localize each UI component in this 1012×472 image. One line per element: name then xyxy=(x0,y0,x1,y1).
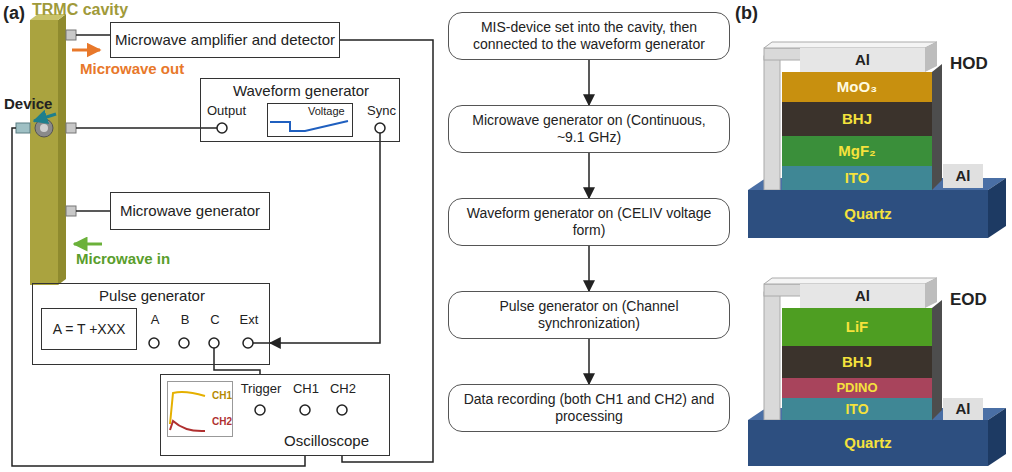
box-label: Sync xyxy=(367,103,396,119)
port-label: CH1 xyxy=(281,381,331,397)
device-label: Device xyxy=(4,95,52,112)
layer-label: PDINO xyxy=(836,380,877,396)
box-label: B xyxy=(160,312,210,328)
quartz-substrate: Quartz xyxy=(748,190,988,238)
layer-label: Al xyxy=(855,287,870,305)
microwave-out-arrow xyxy=(72,49,100,52)
cavity-drawing xyxy=(16,14,76,285)
box-label: Microwave generator xyxy=(120,202,260,220)
connector xyxy=(340,40,433,462)
connector xyxy=(76,34,110,36)
port-label: Oscilloscope xyxy=(269,432,384,450)
microwave-generator-box: Microwave generator xyxy=(110,192,270,230)
amplifier-box: Microwave amplifier and detector xyxy=(110,22,340,58)
ch2-trace xyxy=(170,421,205,431)
scope-display: CH1CH2 xyxy=(167,381,233,437)
process-box: Waveform generator on (CELIV voltage for… xyxy=(448,198,730,246)
connector xyxy=(588,60,590,105)
voltage-waveform xyxy=(270,121,348,131)
al-electrode: Al xyxy=(800,284,925,308)
pulse-display: A = T +XXX xyxy=(41,308,137,350)
step-text: Pulse generator on (Channel synchronizat… xyxy=(457,298,721,332)
box-label: C xyxy=(190,312,240,328)
box-label: Microwave amplifier and detector xyxy=(115,31,335,49)
step-text: Waveform generator on (CELIV voltage for… xyxy=(457,205,721,239)
port-label: Trigger xyxy=(236,381,286,397)
layer-label: LiF xyxy=(846,318,869,336)
step-text: Data recording (both CH1 and CH2) and pr… xyxy=(457,391,721,425)
layer-label: Al xyxy=(956,167,971,185)
box-label: Output xyxy=(207,103,246,119)
layer-label: Quartz xyxy=(844,434,892,452)
layer-label: ITO xyxy=(845,169,870,187)
box-label: Ext xyxy=(224,312,274,328)
mgf2-layer: MgF₂ xyxy=(782,136,932,166)
trace-label: CH2 xyxy=(212,416,232,428)
connector xyxy=(76,210,110,212)
connector xyxy=(588,246,590,291)
display-label: Voltage xyxy=(308,105,345,118)
microwave-in-label: Microwave in xyxy=(76,250,170,267)
layer-label: MgF₂ xyxy=(838,142,876,160)
layer-label: Quartz xyxy=(844,205,892,223)
oscilloscope-box: TriggerCH1CH2OscilloscopeCH1CH2 xyxy=(160,374,390,456)
connector xyxy=(76,127,200,129)
panel-label: (a) xyxy=(3,3,25,24)
quartz-substrate: Quartz xyxy=(748,420,988,466)
device-arrow xyxy=(34,114,56,121)
layer-label: Al xyxy=(956,400,971,418)
step-text: MIS-device set into the cavity, then con… xyxy=(457,19,721,53)
device-type-label: EOD xyxy=(950,290,987,310)
pulse-generator-box: Pulse generatorABCExtA = T +XXX xyxy=(32,283,270,365)
trace-label: CH1 xyxy=(212,390,232,402)
layer-label: BHJ xyxy=(842,353,872,371)
connector xyxy=(270,142,380,343)
process-box: Microwave generator on (Continuous, ~9.1… xyxy=(448,105,730,153)
box-label: Waveform generator xyxy=(201,82,401,100)
bhj-layer: BHJ xyxy=(782,102,932,136)
al-contact: Al xyxy=(943,398,983,420)
device-type-label: HOD xyxy=(950,54,988,74)
layer-label: MoO₃ xyxy=(837,78,877,96)
trmc-cavity: TRMC cavity xyxy=(30,20,58,285)
port-label: CH2 xyxy=(318,381,368,397)
process-box: Data recording (both CH1 and CH2) and pr… xyxy=(448,384,730,432)
pdino-layer: PDINO xyxy=(782,378,932,398)
al-contact: Al xyxy=(943,164,983,188)
panel-label: (b) xyxy=(735,3,758,24)
voltage-display: Voltage xyxy=(267,103,353,137)
layer-label: ITO xyxy=(845,401,868,418)
step-text: Microwave generator on (Continuous, ~9.1… xyxy=(457,112,721,146)
cavity-title: TRMC cavity xyxy=(32,0,128,19)
process-box: Pulse generator on (Channel synchronizat… xyxy=(448,291,730,339)
microwave-out-label: Microwave out xyxy=(80,60,184,77)
connector xyxy=(214,365,260,374)
display-label: A = T +XXX xyxy=(53,321,126,338)
box-label: A xyxy=(130,312,180,328)
ito-layer: ITO xyxy=(782,166,932,190)
hod-stack-drawing xyxy=(748,42,1006,238)
lif-layer: LiF xyxy=(782,308,932,346)
ch1-trace xyxy=(170,392,205,424)
layer-label: BHJ xyxy=(842,110,872,128)
box-label: Pulse generator xyxy=(33,287,271,305)
bhj-layer: BHJ xyxy=(782,346,932,378)
moo3-layer: MoO₃ xyxy=(782,72,932,102)
wires xyxy=(12,128,380,466)
layer-label: Al xyxy=(855,51,870,69)
ito-layer: ITO xyxy=(782,398,932,420)
waveform-generator-box: Waveform generatorOutput Sync Voltage xyxy=(200,78,400,142)
connector xyxy=(588,339,590,384)
microwave-in-arrow xyxy=(74,243,102,246)
connector xyxy=(588,153,590,198)
process-box: MIS-device set into the cavity, then con… xyxy=(448,12,730,60)
eod-stack-drawing xyxy=(748,278,1006,466)
al-electrode: Al xyxy=(800,48,925,72)
terminals xyxy=(149,123,385,415)
